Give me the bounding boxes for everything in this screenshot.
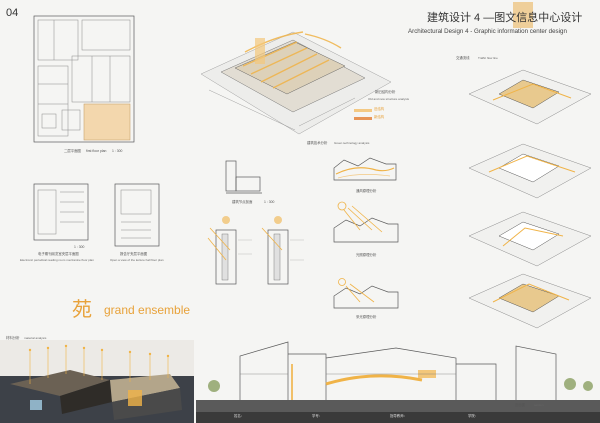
legend-old-label: 旧结构 [374, 107, 385, 111]
legend-old-swatch [354, 109, 372, 112]
traffic-title-en: Traffic flow line [478, 56, 498, 60]
title-cn: 建筑设计 4 —图文信息中心设计 [427, 12, 583, 24]
legend-new-label: 新结构 [374, 115, 385, 119]
lighting-section [333, 278, 399, 309]
lecture-label-cn: 报告厅夹层平面图 [120, 252, 148, 256]
board-number: 04 [6, 7, 19, 19]
lecture-plan [114, 183, 160, 247]
footer-name: 姓名： [234, 414, 245, 418]
footer-bar [196, 412, 600, 423]
traffic-title-cn: 交通流线 [456, 56, 470, 60]
ventilation-section [333, 157, 397, 181]
traffic-axon-4 [468, 273, 592, 329]
lecture-label-en: Open a view of the lecture hall floor pl… [110, 258, 164, 262]
material-rendering [0, 340, 194, 423]
footer-advisor: 指导教师： [390, 414, 407, 418]
ensemble-text: grand ensemble [104, 303, 191, 317]
green-label-lighting: 采光原理分析 [356, 315, 377, 319]
legend-new-swatch [354, 117, 372, 120]
detail-node-section [225, 160, 262, 194]
traffic-axon-2 [468, 143, 592, 199]
title-en: Architectural Design 4 - Graphic informa… [408, 28, 567, 35]
daylight-section [333, 201, 399, 243]
green-title-cn: 建筑技术分析 [307, 141, 328, 145]
long-section [196, 334, 600, 412]
second-floor-label-en: first floor plan [86, 149, 107, 153]
ensemble-char: 苑 [72, 299, 92, 321]
section-label-cn: 剖面图 [515, 403, 526, 407]
green-label-light: 光照原理分析 [356, 253, 377, 257]
wall-detail-sections [207, 216, 304, 285]
green-label-ventilation: 通风原理分析 [356, 189, 377, 193]
detail-label: 建筑节点剖面 [232, 200, 253, 204]
detail-scale: 1 : 300 [264, 200, 275, 204]
footer-id: 学号： [312, 414, 323, 418]
traffic-axon-3 [468, 211, 592, 267]
mezzanine-plan [33, 183, 89, 241]
traffic-axon-1 [468, 69, 592, 125]
second-floor-plan [33, 15, 135, 143]
mezz-label-en: Electronic periodical reading room mezza… [20, 258, 94, 262]
material-title-en: material analysis [24, 336, 47, 340]
structure-title-en: Old and new structure analysis [368, 97, 410, 101]
green-title-en: Green technology analysis [334, 141, 370, 145]
aerial-axonometric [200, 31, 392, 135]
footer-college: 学院： [468, 414, 479, 418]
second-floor-label-cn: 二层平面图 [64, 149, 81, 153]
section-label-en: section [534, 403, 544, 407]
second-floor-scale: 1 : 300 [112, 149, 123, 153]
mezz-scale: 1 : 300 [74, 245, 85, 249]
title-accent-block [513, 2, 533, 28]
structure-title-cn: 新旧结构分析 [375, 90, 396, 94]
mezz-label-cn: 电子期刊阅览室夹层平面图 [38, 252, 79, 256]
material-title-cn: 材料分析 [6, 336, 20, 340]
